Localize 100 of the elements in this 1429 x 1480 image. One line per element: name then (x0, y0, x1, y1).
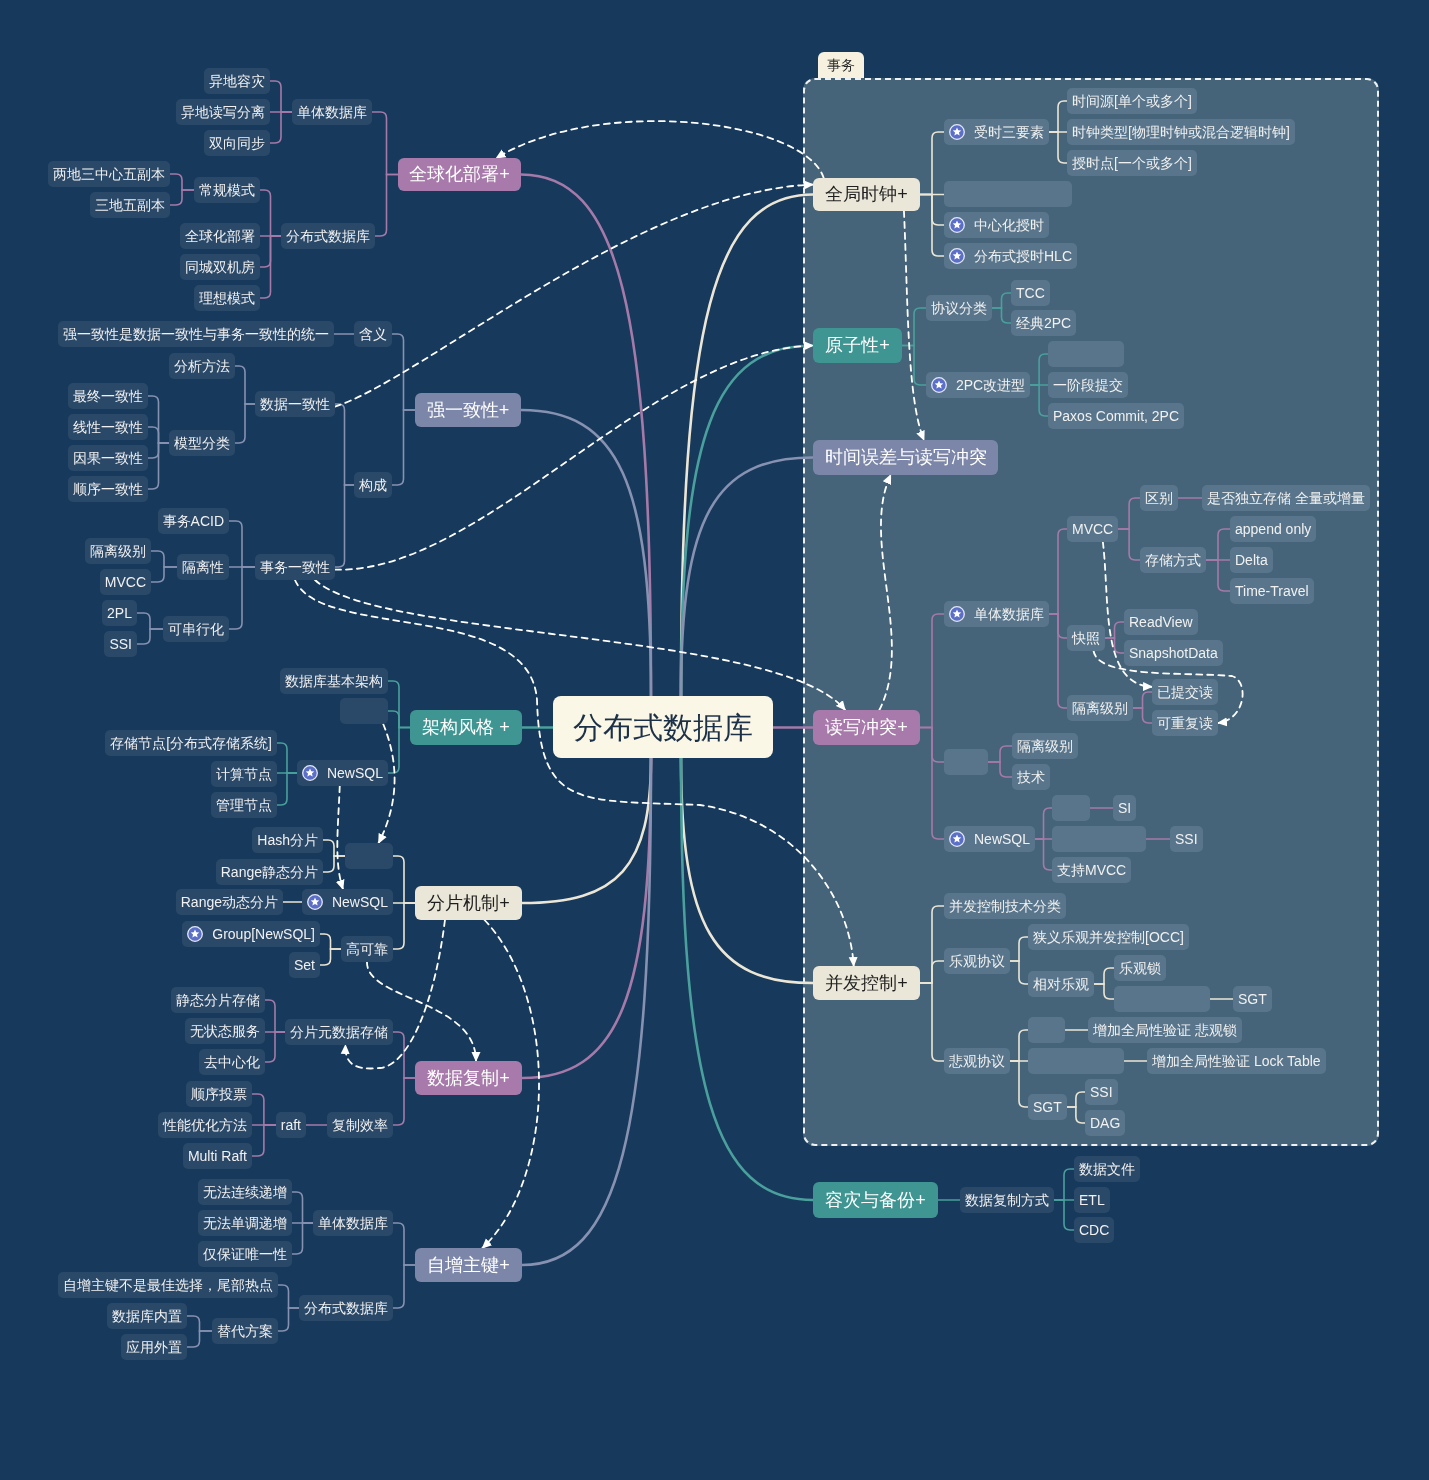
subtopic (280, 668, 388, 694)
subtopic (198, 1241, 292, 1267)
topic-label: 快照 (1072, 628, 1100, 648)
branch-line (1089, 807, 1114, 809)
topic-label: 可重复读 (1157, 713, 1213, 733)
branch-line (277, 1307, 300, 1332)
topic-label: Range静态分片 (220, 862, 318, 882)
topic-label: 全球化部署+ (409, 163, 510, 186)
main-branch-curve (520, 726, 555, 729)
topic-label: 隔离级别 (1017, 736, 1073, 756)
topic-label: MVCC (1072, 519, 1114, 539)
empty-topic-box (1052, 795, 1090, 821)
subtopic (198, 1210, 292, 1236)
topic-label: 最终一致性 (73, 386, 143, 406)
topic-label: 同城双机房 (185, 257, 255, 277)
subtopic (252, 827, 323, 853)
topic-label: 数据文件 (1079, 1159, 1135, 1179)
branch-line (186, 1330, 213, 1348)
main-topic (415, 1061, 522, 1095)
subtopic (180, 254, 260, 280)
main-branch-curve (679, 756, 815, 1202)
main-topic (813, 328, 902, 363)
main-topic (398, 158, 521, 191)
branch-line (1205, 559, 1231, 592)
branch-line (291, 1222, 314, 1255)
subtopic (169, 430, 235, 456)
subtopic (186, 1081, 252, 1107)
branch-line (1093, 983, 1115, 1000)
subtopic (58, 1272, 278, 1298)
subtopic (1067, 119, 1295, 145)
subtopic (1074, 1187, 1110, 1213)
topic-label: 全球化部署 (185, 226, 255, 246)
subtopic (177, 554, 229, 580)
branch-line (282, 901, 303, 903)
empty-topic-box (340, 698, 388, 724)
subtopic (1085, 1079, 1118, 1105)
topic-label: append only (1235, 519, 1312, 539)
main-topic (410, 710, 522, 745)
branch-line (937, 1199, 961, 1201)
subtopic (211, 761, 277, 787)
branch-line (1064, 1029, 1089, 1031)
subtopic (944, 212, 1049, 238)
topic-label: 是否独立存储 全量或增量 (1207, 488, 1365, 508)
topic-label: 中心化授时 (974, 215, 1044, 235)
topic-label: 三地五副本 (95, 195, 165, 215)
topic-label: 自增主键不是最佳选择，尾部热点 (63, 1275, 273, 1295)
subtopic (1011, 280, 1050, 306)
topic-label: 数据库基本架构 (285, 671, 383, 691)
topic-label: 分析方法 (174, 356, 230, 376)
topic-label: 经典2PC (1016, 313, 1072, 333)
topic-label: 容灾与备份+ (825, 1188, 926, 1212)
subtopic (171, 987, 265, 1013)
topic-label: 强一致性+ (426, 398, 510, 422)
subtopic (944, 601, 1049, 627)
subtopic (926, 295, 992, 321)
topic-label: Time-Travel (1235, 581, 1309, 601)
branch-line (1132, 707, 1153, 724)
topic-label: 异地读写分离 (181, 102, 265, 122)
subtopic (1028, 1094, 1067, 1120)
topic-label: Set (294, 955, 315, 975)
relation-arrow (334, 342, 814, 571)
branch-line (901, 344, 927, 386)
subtopic (1124, 640, 1223, 666)
subtopic (1113, 795, 1137, 821)
branch-line (322, 855, 346, 873)
subtopic (1147, 1048, 1326, 1074)
topic-label: 隔离性 (182, 557, 224, 577)
topic-label: 数据复制方式 (965, 1190, 1049, 1210)
branch-line (1123, 1060, 1148, 1062)
topic-label: 技术 (1017, 767, 1045, 787)
empty-topic-box (1048, 341, 1124, 367)
branch-line (374, 173, 399, 237)
branch-line (1209, 998, 1234, 1000)
topic-label: 狭义乐观并发控制[OCC] (1033, 927, 1184, 947)
topic-label: 事务一致性 (260, 557, 330, 577)
topic-label: 分布式授时HLC (974, 246, 1072, 266)
branch-line (1009, 960, 1029, 985)
topic-label: 增加全局性验证 悲观锁 (1093, 1020, 1237, 1040)
subtopic (313, 1210, 393, 1236)
relation-arrow (481, 919, 540, 1249)
topic-label: Multi Raft (187, 1146, 247, 1166)
topic-label: 模型分类 (174, 433, 230, 453)
topic-label: NewSQL (331, 892, 388, 912)
topic-label: 常规模式 (199, 180, 255, 200)
topic-label: Hash分片 (257, 830, 318, 850)
subtopic (1085, 1110, 1126, 1136)
topic-label: 性能优化方法 (163, 1115, 247, 1135)
branch-line (305, 1124, 328, 1126)
topic-label: 强一致性是数据一致性与事务一致性的统一 (63, 324, 329, 344)
topic-label: 无状态服务 (190, 1021, 260, 1041)
branch-line (919, 726, 945, 840)
subtopic (194, 285, 260, 311)
branch-line (392, 902, 416, 950)
subtopic (107, 1303, 187, 1329)
subtopic (1140, 485, 1178, 511)
subtopic (281, 223, 375, 249)
subtopic (1067, 516, 1119, 542)
subtopic (255, 554, 335, 580)
topic-label: 时钟类型[物理时钟或混合逻辑时钟] (1072, 122, 1290, 142)
subtopic (1067, 625, 1105, 651)
